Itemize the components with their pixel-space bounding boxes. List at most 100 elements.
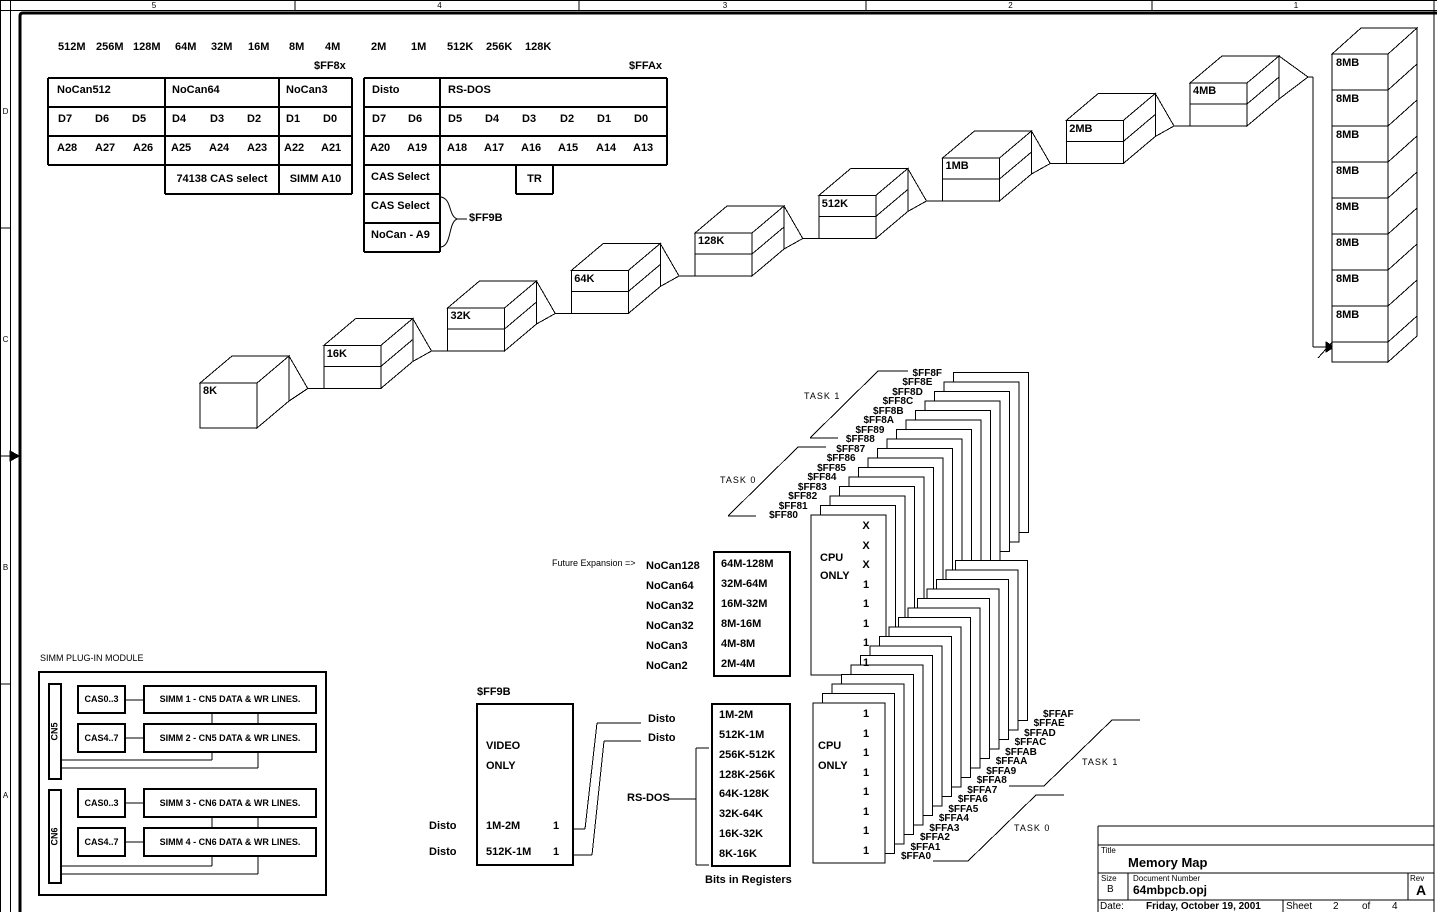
register-bit-value: 1 <box>862 747 870 760</box>
ff8x-register-label: $FF8x <box>314 60 346 72</box>
address-bit-label: A24 <box>209 142 230 154</box>
cn5-connector: CN5 <box>49 722 60 741</box>
simm4-box: SIMM 4 - CN6 DATA & WR LINES. <box>159 836 301 847</box>
tower-segment-label: 8MB <box>1336 201 1360 213</box>
simm-a10-footer: SIMM A10 <box>289 173 342 185</box>
ffa-task1-label: TASK 1 <box>1082 757 1119 767</box>
table-header-nocan64: NoCan64 <box>172 84 220 96</box>
register-bit-value: 1 <box>862 578 870 591</box>
register-address-label: $FF8E <box>902 377 933 389</box>
register-address-label: $FF85 <box>817 462 846 474</box>
register-address-label: $FFAA <box>995 756 1028 768</box>
ff9b-brace-label: $FF9B <box>469 212 503 224</box>
memory-range: 512K-1M <box>486 846 532 858</box>
register-address-label: $FFAD <box>1024 727 1056 739</box>
cas-box-2: CAS4..7 <box>84 732 119 743</box>
register-address-label: $FFAE <box>1033 718 1065 730</box>
bits-in-registers-caption: Bits in Registers <box>705 874 792 886</box>
data-bit-label: D6 <box>408 113 423 125</box>
memory-box-label: 64K <box>574 272 595 285</box>
top-zone-number: 5 <box>151 1 157 10</box>
memory-size-label: 512K <box>447 41 474 53</box>
date-label: Date: <box>1100 901 1124 912</box>
address-bit-label: A27 <box>95 142 116 154</box>
simm2-box: SIMM 2 - CN5 DATA & WR LINES. <box>159 732 301 743</box>
video-box-register-label: $FF9B <box>477 686 511 698</box>
register-bit-value: 1 <box>862 708 870 721</box>
tower-segment-label: 8MB <box>1336 129 1360 141</box>
memory-box-label: 16K <box>326 347 347 360</box>
register-address-label: $FF86 <box>826 453 856 465</box>
register-bit-value: 1 <box>862 825 870 838</box>
address-bit-label: A22 <box>284 142 305 154</box>
tr-cell: TR <box>527 173 542 185</box>
memory-size-label: 8M <box>289 41 305 53</box>
data-bit-label: D5 <box>448 113 463 125</box>
memory-tower-8mb <box>1330 26 1419 364</box>
data-bit-label: D3 <box>210 113 225 125</box>
register-card-stacks <box>727 370 1140 864</box>
simm-module-title: SIMM PLUG-IN MODULE <box>40 653 144 663</box>
disto-out-label: Disto <box>648 732 676 744</box>
top-zone-number: 4 <box>437 1 442 10</box>
memory-range: 64K-128K <box>719 788 770 801</box>
memory-box-label: 128K <box>698 235 725 247</box>
register-address-label: $FF80 <box>769 510 798 521</box>
register-address-label: $FF81 <box>778 500 808 512</box>
nocan-name: NoCan3 <box>646 639 688 652</box>
memory-range: 256K-512K <box>719 748 776 761</box>
register-bit-value: 1 <box>553 846 560 858</box>
memory-box-label: 4MB <box>1193 85 1217 97</box>
nocan-name: NoCan32 <box>646 619 694 632</box>
address-bit-label: A20 <box>370 142 391 154</box>
simm-module-block <box>38 671 327 896</box>
register-address-label: $FFAB <box>1005 746 1037 758</box>
address-bit-label: A19 <box>407 142 428 154</box>
tower-segment-label: 8MB <box>1336 273 1360 285</box>
register-address-label: $FFA0 <box>901 851 932 862</box>
doc-number: 64mbpcb.opj <box>1133 883 1208 897</box>
memory-range: 128K-256K <box>719 768 776 781</box>
nocan-name: NoCan128 <box>646 559 700 572</box>
register-bit-value: 1 <box>862 786 870 799</box>
left-zone-letter: B <box>2 563 9 572</box>
memory-size-label: 4M <box>325 41 341 53</box>
video-only-line1: VIDEO <box>486 740 521 752</box>
data-bit-label: D6 <box>95 113 110 125</box>
data-bit-label: D2 <box>247 113 262 125</box>
register-address-label: $FFA3 <box>929 822 960 834</box>
address-bit-label: A15 <box>558 142 579 154</box>
address-bit-label: A21 <box>321 142 342 154</box>
future-expansion-label: Future Expansion => <box>552 558 636 568</box>
data-bit-label: D1 <box>286 113 301 125</box>
register-address-label: $FFA2 <box>919 832 950 844</box>
tower-segment-label: 8MB <box>1336 93 1360 105</box>
data-bit-label: D0 <box>323 113 338 125</box>
memory-size-label: 2M <box>371 41 387 53</box>
memory-range: 16M-32M <box>721 597 768 610</box>
left-zone-letter: C <box>2 335 9 344</box>
register-address-label: $FFA6 <box>957 794 988 806</box>
cas-box-1: CAS0..3 <box>84 694 119 704</box>
select-row-label: NoCan - A9 <box>371 229 430 241</box>
table-header-nocan3: NoCan3 <box>286 84 328 96</box>
register-address-label: $FF8D <box>892 386 923 398</box>
register-address-label: $FFAC <box>1014 737 1047 749</box>
register-bit-value: 1 <box>862 656 870 669</box>
address-bit-label: A26 <box>133 142 154 154</box>
memory-range: 4M-8M <box>721 637 756 650</box>
address-bit-label: A28 <box>57 142 78 154</box>
memory-range: 512K-1M <box>719 729 765 742</box>
register-address-label: $FF89 <box>855 424 885 436</box>
left-zone-letter: D <box>2 107 9 116</box>
address-bit-label: A16 <box>521 142 542 154</box>
register-bit-value: 1 <box>862 805 870 818</box>
disto-out-label: Disto <box>648 713 676 725</box>
memory-range: 1M-2M <box>719 709 754 722</box>
ff8-card-cpu: CPU <box>820 552 844 564</box>
memory-range: 1M-2M <box>486 820 521 832</box>
memory-range: 16K-32K <box>719 827 764 840</box>
